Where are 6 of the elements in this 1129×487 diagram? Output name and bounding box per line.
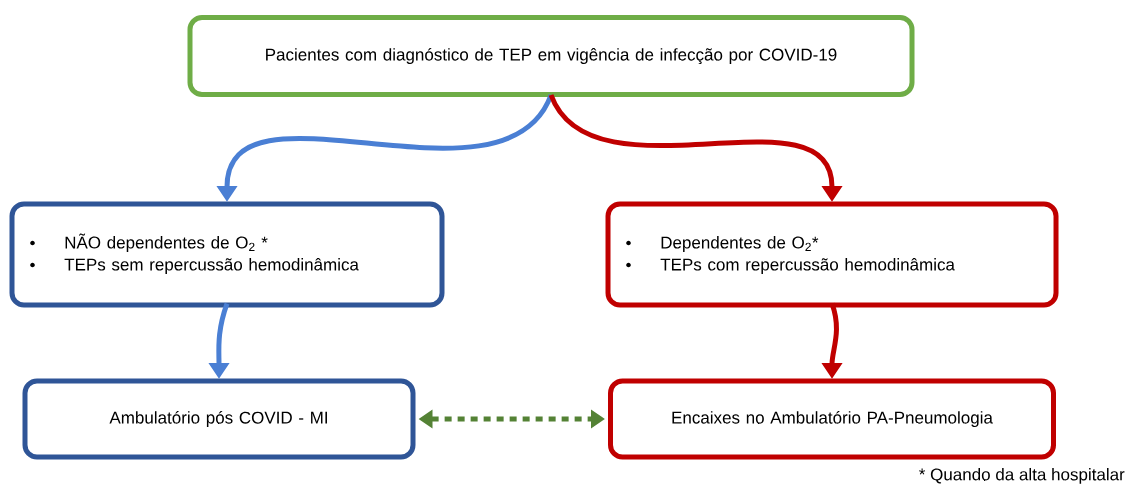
process-box: Ambulatório pós COVID - MI: [22, 378, 416, 460]
process-box: NÃO dependentes de O$_{2}$ * TEPs sem repercussão hemodinâmica: [9, 201, 445, 308]
process-box: Dependentes de O$_{2}$* TEPs com repercussão hemodinâmica: [605, 201, 1059, 308]
footnote: * Quando da alta hospitalar: [919, 467, 1125, 484]
process-box: Pacientes com diagnóstico de TEP em vigência de infecção por COVID-19: [187, 15, 915, 97]
process-box: Encaixes no Ambulatório PA-Pneumologia: [608, 378, 1056, 460]
